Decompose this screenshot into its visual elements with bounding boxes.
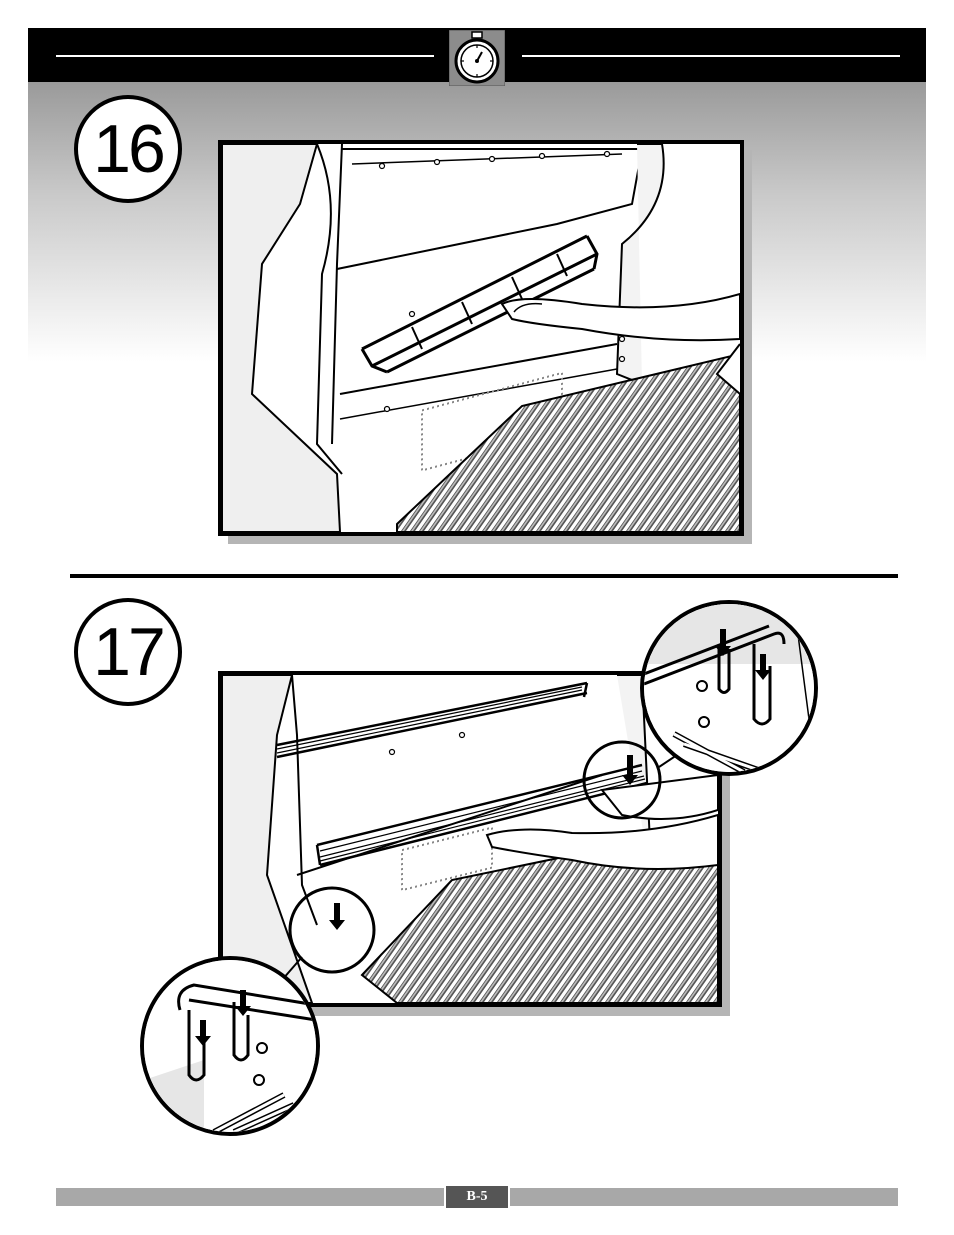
header-rule-left — [56, 55, 434, 57]
section-divider — [70, 574, 898, 578]
step-17-number: 17 — [78, 602, 178, 702]
step-16-illustration — [218, 140, 744, 536]
page-number: B-5 — [446, 1186, 508, 1208]
header-rule-right — [522, 55, 900, 57]
footer-bar-left — [56, 1188, 444, 1206]
step-17-badge: 17 — [74, 598, 182, 706]
stopwatch-icon — [449, 30, 505, 86]
step-16-badge: 16 — [74, 95, 182, 203]
zoom-detail-right — [640, 600, 818, 776]
step-16-number: 16 — [78, 99, 178, 199]
footer-bar-right — [510, 1188, 898, 1206]
zoom-detail-left — [140, 956, 320, 1136]
